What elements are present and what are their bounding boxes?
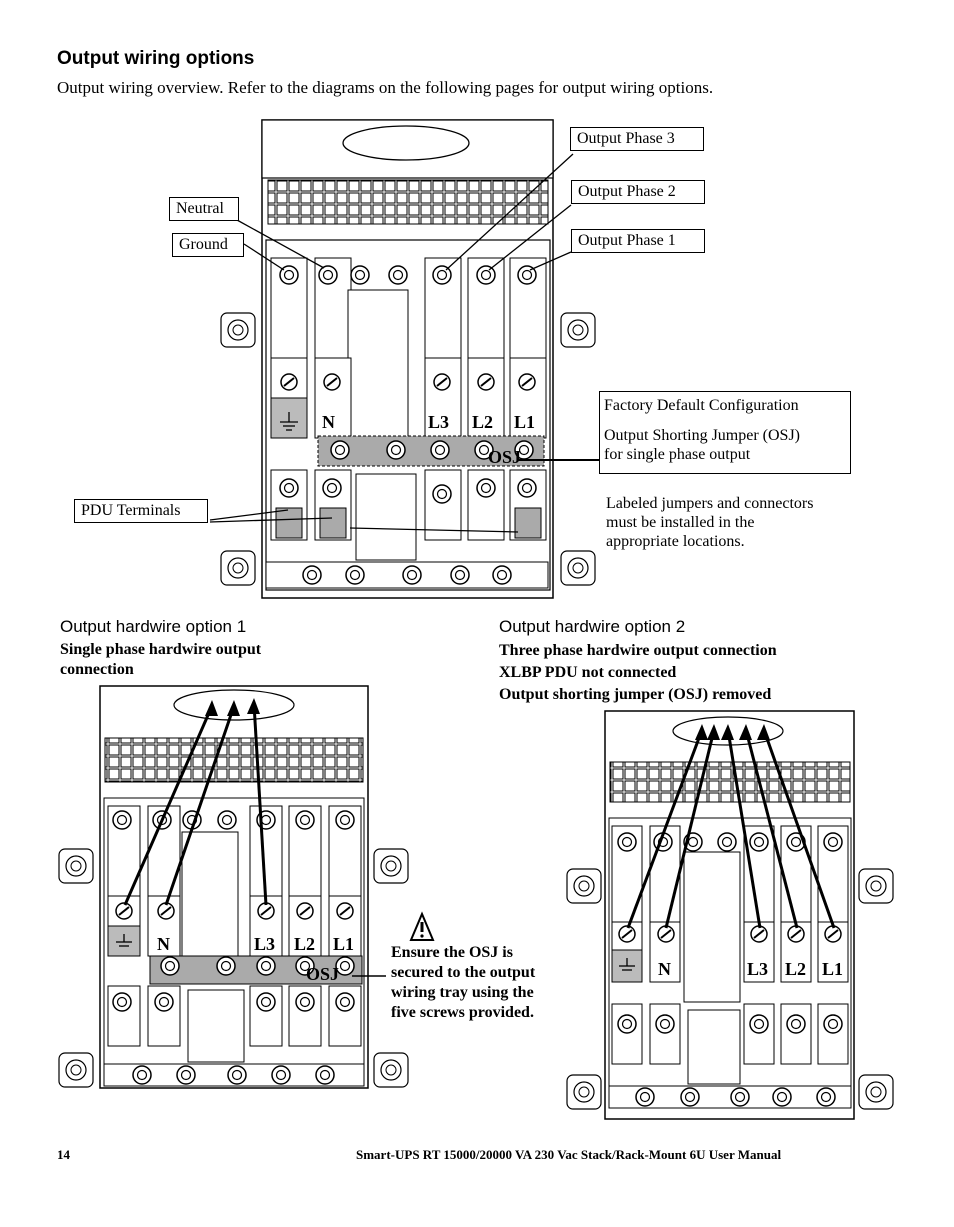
osj-description: Output Shorting Jumper (OSJ) [604,427,800,444]
option1-title: Output hardwire option 1 [60,617,247,636]
osj-description-2: for single phase output [604,446,751,463]
jumper-note: Labeled jumpers and connectors must be i… [606,494,813,551]
warning-text: Ensure the OSJ is secured to the output … [391,943,535,1023]
main-label-l2: L2 [472,412,493,432]
main-label-n: N [322,412,335,432]
option1-diagram: N L3 L2 L1 OSJ [58,685,409,1089]
opt1-label-l3: L3 [254,934,275,954]
option2-desc-line-3: Output shorting jumper (OSJ) removed [499,686,772,703]
opt1-label-osj: OSJ [306,964,339,984]
option2-desc-line-1: Three phase hardwire output connection [499,642,777,659]
option2-diagram: N L3 L2 L1 [566,710,894,1120]
callout-output-phase-3: Output Phase 3 [570,127,704,151]
warning-icon [409,911,435,941]
warning-line-2: secured to the output [391,964,536,981]
main-unit-diagram: N L3 L2 L1 OSJ [209,119,602,599]
opt2-label-l3: L3 [747,959,768,979]
warning-line-4: five screws provided. [391,1004,534,1021]
opt2-label-n: N [658,959,671,979]
option1-description: Single phase hardwire output connection [60,640,261,680]
option2-description: Three phase hardwire output connection X… [499,640,777,706]
opt1-label-n: N [157,934,170,954]
callout-output-phase-1: Output Phase 1 [571,229,705,253]
main-label-osj: OSJ [488,447,521,467]
opt2-label-l2: L2 [785,959,806,979]
option1-desc-line-2: connection [60,661,134,678]
warning-line-3: wiring tray using the [391,984,534,1001]
option2-title: Output hardwire option 2 [499,617,686,636]
main-label-l1: L1 [514,412,535,432]
option2-desc-line-2: XLBP PDU not connected [499,664,677,681]
opt1-label-l2: L2 [294,934,315,954]
main-label-l3: L3 [428,412,449,432]
page-number: 14 [57,1147,70,1162]
opt2-label-l1: L1 [822,959,843,979]
jumper-note-line-3: appropriate locations. [606,533,745,550]
jumper-note-line-2: must be installed in the [606,514,755,531]
warning-line-1: Ensure the OSJ is [391,944,513,961]
callout-pdu-terminals: PDU Terminals [74,499,208,523]
option1-desc-line-1: Single phase hardwire output [60,641,262,658]
opt1-label-l1: L1 [333,934,354,954]
page-heading: Output wiring options [57,48,255,69]
manual-title: Smart-UPS RT 15000/20000 VA 230 Vac Stac… [356,1147,782,1162]
callout-output-phase-2: Output Phase 2 [571,180,705,204]
jumper-note-line-1: Labeled jumpers and connectors [606,495,814,512]
factory-default-box: Factory Default Configuration Output Sho… [599,391,851,474]
factory-default-title: Factory Default Configuration [604,397,799,414]
callout-ground: Ground [172,233,244,257]
intro-text: Output wiring overview. Refer to the dia… [57,78,714,97]
callout-neutral: Neutral [169,197,239,221]
